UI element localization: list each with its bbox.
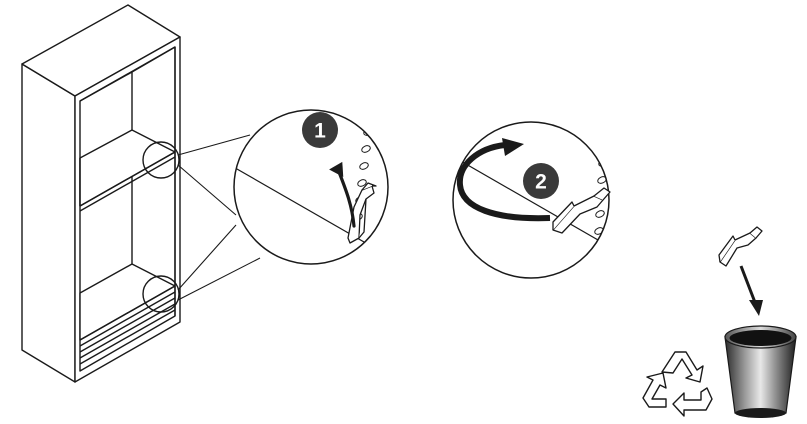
detail-circle-step-2: 2 bbox=[452, 121, 611, 279]
step-badge-2: 2 bbox=[523, 163, 559, 199]
zoom-source-upper bbox=[142, 141, 180, 179]
detail-circle-step-1: 1 bbox=[233, 109, 389, 265]
step-badge-1: 1 bbox=[302, 112, 338, 148]
shelf-clip-2 bbox=[552, 187, 611, 234]
step-number-1: 1 bbox=[314, 120, 326, 143]
rotate-arrow-icon bbox=[456, 138, 551, 222]
cabinet bbox=[21, 4, 181, 383]
shelf-clip-1 bbox=[347, 182, 377, 244]
zoom-connector-lines bbox=[177, 134, 261, 301]
step-number-2: 2 bbox=[535, 171, 547, 194]
cabinet-left-side bbox=[21, 63, 76, 383]
zoom-source-lower bbox=[142, 275, 180, 313]
lift-arrow-icon bbox=[329, 161, 356, 228]
recycle-icon bbox=[642, 351, 713, 417]
drop-arrow-icon bbox=[739, 265, 763, 316]
trash-bin-icon bbox=[724, 325, 797, 418]
discarded-clip bbox=[718, 226, 763, 267]
